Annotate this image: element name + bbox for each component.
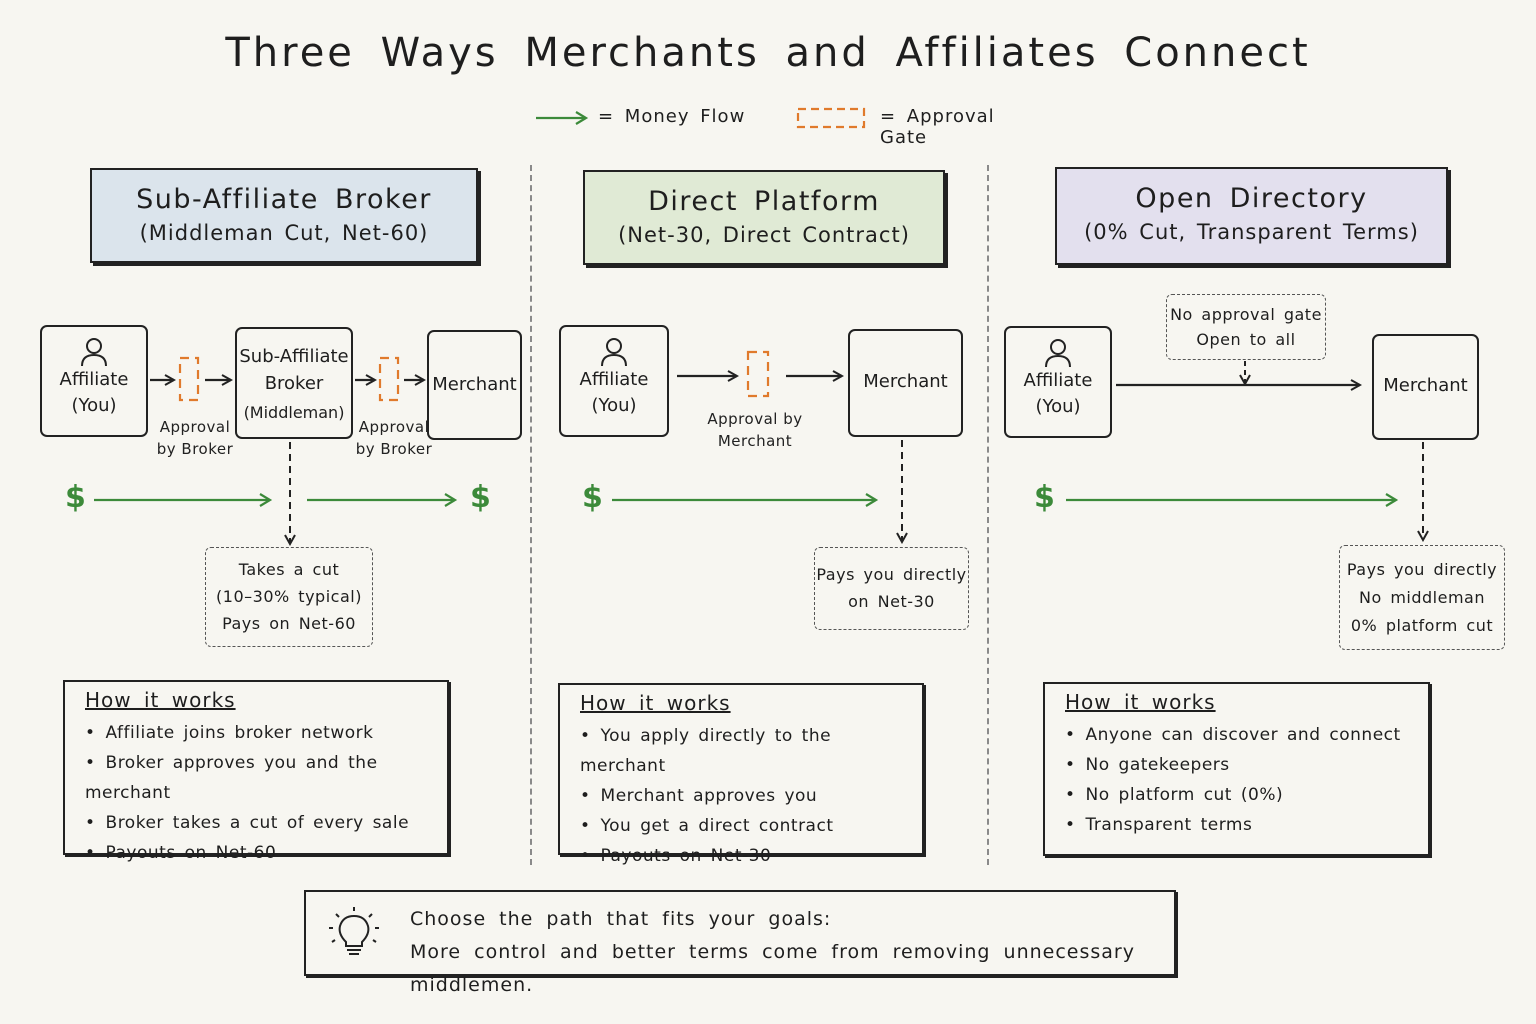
- money-flow-legend-label: = Money Flow: [598, 106, 746, 127]
- affiliate-sublabel: (You): [1035, 396, 1081, 417]
- list-item: No platform cut (0%): [1065, 780, 1408, 810]
- broker-flow-arrow-3: [355, 370, 379, 390]
- broker-header: Sub-Affiliate Broker (Middleman Cut, Net…: [90, 168, 478, 263]
- how-it-works-title: How it works: [85, 688, 236, 712]
- direct-money-arrow: [612, 493, 879, 507]
- open-payout-dashed-arrow: [1413, 442, 1433, 546]
- how-it-works-title: How it works: [1065, 690, 1216, 714]
- person-icon: [601, 338, 627, 367]
- tip-box: Choose the path that fits your goals: Mo…: [304, 890, 1176, 996]
- broker-cut-note: Takes a cut (10–30% typical) Pays on Net…: [205, 547, 373, 647]
- broker-how-it-works: How it works Affiliate joins broker netw…: [63, 680, 449, 863]
- note-line: Open to all: [1196, 330, 1296, 349]
- money-symbol: $: [1034, 480, 1055, 515]
- approval-gate-legend-icon: [796, 107, 866, 129]
- broker-label: Sub-Affiliate Broker: [239, 346, 349, 394]
- direct-header-subtitle: (Net-30, Direct Contract): [618, 223, 910, 247]
- list-item: Broker takes a cut of every sale: [85, 808, 427, 838]
- direct-affiliate-node: Affiliate (You): [559, 325, 669, 437]
- broker-money-arrow-1: [94, 493, 273, 507]
- direct-flow-arrow-2: [786, 366, 846, 386]
- lightbulb-icon: [329, 907, 379, 955]
- note-line: (10–30% typical): [216, 587, 362, 606]
- direct-gate-label: Approval by Merchant: [707, 410, 803, 450]
- direct-header-title: Direct Platform: [648, 186, 880, 217]
- affiliate-sublabel: (You): [71, 395, 117, 416]
- note-line: 0% platform cut: [1350, 616, 1494, 635]
- open-money-arrow: [1066, 493, 1399, 507]
- broker-gate2-label: Approval by Broker: [355, 418, 433, 458]
- direct-flow-arrow-1: [677, 366, 741, 386]
- list-item: Broker approves you and the merchant: [85, 748, 427, 808]
- person-icon: [1045, 339, 1071, 368]
- approval-gate-legend-label: = Approval Gate: [880, 106, 995, 148]
- approval-gate-icon: [746, 350, 770, 398]
- list-item: Merchant approves you: [580, 781, 902, 811]
- affiliate-label: Affiliate: [59, 369, 129, 390]
- broker-flow-arrow-4: [404, 370, 428, 390]
- open-how-it-works: How it works Anyone can discover and con…: [1043, 682, 1430, 856]
- list-item: Payouts on Net-30: [580, 841, 902, 871]
- direct-payout-note: Pays you directly on Net-30: [814, 547, 969, 630]
- direct-merchant-node: Merchant: [848, 329, 963, 437]
- money-symbol: $: [582, 480, 603, 515]
- affiliate-sublabel: (You): [591, 395, 637, 416]
- affiliate-label: Affiliate: [1023, 370, 1093, 391]
- open-header-title: Open Directory: [1135, 183, 1368, 214]
- open-header-subtitle: (0% Cut, Transparent Terms): [1084, 220, 1419, 244]
- note-line: on Net-30: [848, 592, 935, 611]
- list-item: Anyone can discover and connect: [1065, 720, 1408, 750]
- broker-money-arrow-2: [307, 493, 458, 507]
- money-flow-legend-arrow: [536, 111, 589, 125]
- legend: = Money Flow = Approval Gate: [530, 100, 1050, 148]
- broker-affiliate-node: Affiliate (You): [40, 325, 148, 437]
- merchant-label: Merchant: [1383, 375, 1468, 396]
- broker-header-subtitle: (Middleman Cut, Net-60): [139, 221, 429, 245]
- money-symbol: $: [65, 480, 86, 515]
- broker-header-title: Sub-Affiliate Broker: [136, 184, 432, 215]
- no-gate-dashed-arrow: [1235, 361, 1255, 388]
- direct-how-it-works: How it works You apply directly to the m…: [558, 683, 924, 866]
- broker-merchant-node: Merchant: [427, 330, 522, 440]
- open-payout-note: Pays you directly No middleman 0% platfo…: [1339, 545, 1505, 650]
- no-approval-gate-note: No approval gate Open to all: [1166, 294, 1326, 360]
- note-line: Pays you directly: [816, 565, 967, 584]
- note-line: Pays you directly: [1346, 560, 1498, 579]
- list-item: No gatekeepers: [1065, 750, 1408, 780]
- money-symbol: $: [470, 480, 491, 515]
- note-line: No middleman: [1358, 588, 1485, 607]
- broker-flow-arrow-2: [205, 370, 235, 390]
- open-merchant-node: Merchant: [1372, 334, 1479, 440]
- column-divider-right: [987, 165, 989, 865]
- broker-gate1-label: Approval by Broker: [156, 418, 234, 458]
- note-line: Pays on Net-60: [222, 614, 356, 633]
- list-item: Transparent terms: [1065, 810, 1408, 840]
- list-item: Payouts on Net-60: [85, 838, 427, 868]
- note-line: No approval gate: [1170, 305, 1322, 324]
- open-flow-arrow: [1116, 375, 1366, 395]
- affiliate-label: Affiliate: [579, 369, 649, 390]
- note-line: Takes a cut: [238, 560, 340, 579]
- list-item: You apply directly to the merchant: [580, 721, 902, 781]
- direct-payout-dashed-arrow: [892, 440, 912, 548]
- person-icon: [81, 338, 107, 367]
- approval-gate-icon: [178, 356, 200, 402]
- tip-line-2: More control and better terms come from …: [410, 941, 1135, 996]
- broker-sublabel: (Middleman): [243, 403, 345, 422]
- merchant-label: Merchant: [432, 374, 517, 395]
- how-it-works-title: How it works: [580, 691, 731, 715]
- broker-cut-dashed-arrow: [280, 442, 300, 550]
- merchant-label: Merchant: [863, 371, 948, 392]
- open-header: Open Directory (0% Cut, Transparent Term…: [1055, 167, 1448, 265]
- broker-flow-arrow-1: [150, 370, 178, 390]
- broker-middleman-node: Sub-Affiliate Broker (Middleman): [235, 327, 353, 439]
- tip-line-1: Choose the path that fits your goals:: [410, 908, 832, 930]
- page-title: Three Ways Merchants and Affiliates Conn…: [225, 30, 1311, 76]
- list-item: Affiliate joins broker network: [85, 718, 427, 748]
- direct-header: Direct Platform (Net-30, Direct Contract…: [583, 170, 945, 265]
- approval-gate-icon: [378, 356, 400, 402]
- list-item: You get a direct contract: [580, 811, 902, 841]
- open-affiliate-node: Affiliate (You): [1004, 326, 1112, 438]
- column-divider-left: [530, 165, 532, 865]
